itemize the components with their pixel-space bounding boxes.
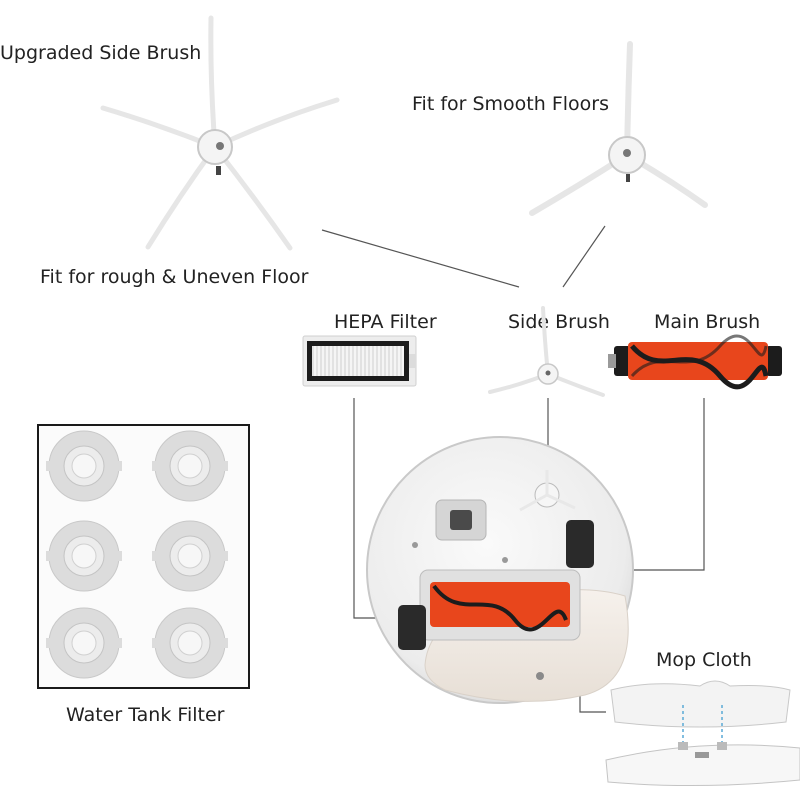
water-tank-filter-item [46, 520, 122, 592]
water-tank-filter-label: Water Tank Filter [66, 704, 225, 726]
water-tank-filter-item [46, 430, 122, 502]
smooth-floor-side-brush [529, 41, 708, 216]
hepa-filter [302, 335, 417, 387]
smooth-floors-label: Fit for Smooth Floors [412, 93, 609, 115]
main-brush [608, 334, 782, 390]
hepa-filter-label: HEPA Filter [334, 311, 437, 333]
side-brush-label: Side Brush [508, 311, 610, 333]
upgraded-side-brush [100, 15, 340, 251]
mop-cloth [605, 680, 800, 787]
main-brush-label: Main Brush [654, 311, 761, 333]
water-tank-filter-item [152, 430, 228, 502]
small-side-brush [488, 306, 605, 397]
mop-cloth-label: Mop Cloth [656, 649, 752, 671]
water-tank-filter-item [152, 607, 228, 679]
water-tank-filter-item [46, 607, 122, 679]
water-tank-filter-item [152, 520, 228, 592]
rough-floor-label: Fit for rough & Uneven Floor [40, 266, 309, 288]
upgraded-side-brush-label: Upgraded Side Brush [0, 42, 202, 64]
water-tank-filters [46, 430, 228, 679]
robot-vacuum [366, 436, 634, 704]
